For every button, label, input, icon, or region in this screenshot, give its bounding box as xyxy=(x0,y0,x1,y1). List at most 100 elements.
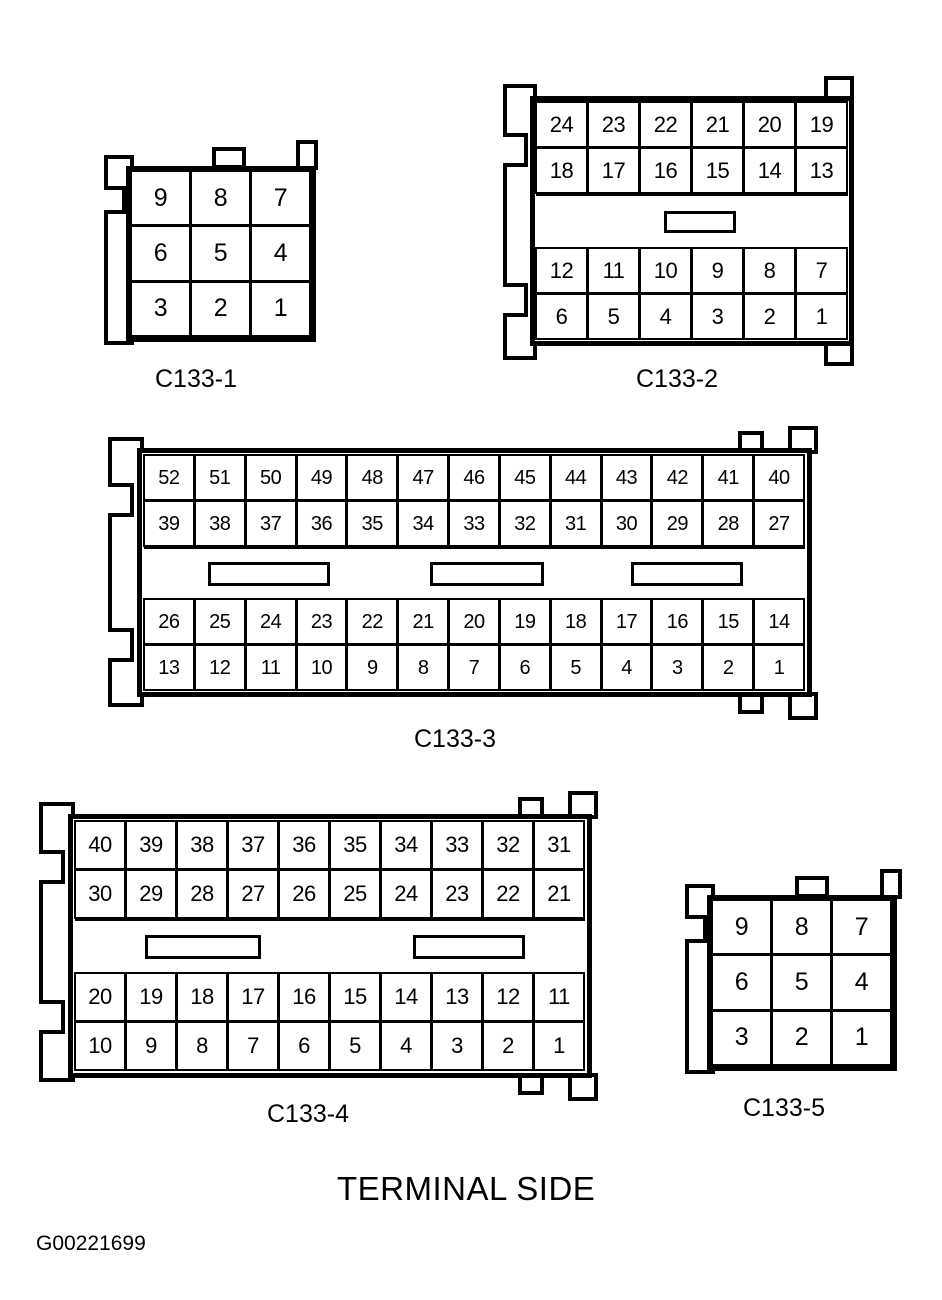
pin-cell: 42 xyxy=(651,454,704,501)
pin-cell: 18 xyxy=(535,147,588,194)
pin-cell: 5 xyxy=(771,954,832,1011)
pin-cell: 22 xyxy=(482,869,534,919)
pin-row: 26 25 24 23 22 21 20 19 18 17 16 15 14 xyxy=(143,598,805,645)
pin-cell: 3 xyxy=(691,293,744,340)
pin-cell: 19 xyxy=(795,101,848,148)
pin-cell: 17 xyxy=(227,972,279,1022)
pin-row: 30 29 28 27 26 25 24 23 22 21 xyxy=(74,869,585,919)
latch-slot xyxy=(208,562,330,586)
connector-label-c133-1: C133-1 xyxy=(155,365,237,393)
pin-cell: 45 xyxy=(498,454,551,501)
pin-row: 18 17 16 15 14 13 xyxy=(535,147,848,194)
pin-row: 40 39 38 37 36 35 34 33 32 31 xyxy=(74,820,585,870)
connector-label-c133-4: C133-4 xyxy=(267,1100,349,1128)
pin-cell: 47 xyxy=(397,454,450,501)
pin-cell: 27 xyxy=(753,500,805,547)
pin-grid: 9 8 7 6 5 4 3 2 1 xyxy=(130,170,311,337)
pin-cell: 14 xyxy=(753,598,805,645)
pin-cell: 16 xyxy=(651,598,704,645)
pin-row: 24 23 22 21 20 19 xyxy=(535,101,848,148)
pin-cell: 26 xyxy=(278,869,330,919)
pin-cell: 50 xyxy=(244,454,297,501)
pin-row: 3 2 1 xyxy=(130,280,311,337)
pin-cell: 8 xyxy=(176,1021,228,1071)
pin-cell: 15 xyxy=(702,598,755,645)
pin-cell: 35 xyxy=(346,500,399,547)
pin-cell: 10 xyxy=(295,644,348,691)
pin-cell: 21 xyxy=(397,598,450,645)
pin-row: 52 51 50 49 48 47 46 45 44 43 42 41 40 xyxy=(143,454,805,501)
pin-cell: 22 xyxy=(346,598,399,645)
pin-row: 3 2 1 xyxy=(711,1009,892,1066)
pin-cell: 1 xyxy=(753,644,805,691)
pin-cell: 2 xyxy=(482,1021,534,1071)
connector-label-c133-3: C133-3 xyxy=(414,725,496,753)
pin-cell: 38 xyxy=(193,500,246,547)
pin-cell: 10 xyxy=(74,1021,126,1071)
pin-cell: 20 xyxy=(74,972,126,1022)
pin-cell: 2 xyxy=(190,280,251,337)
pin-cell: 11 xyxy=(533,972,585,1022)
pin-row: 20 19 18 17 16 15 14 13 12 11 xyxy=(74,972,585,1022)
pin-cell: 35 xyxy=(329,820,381,870)
pin-cell: 6 xyxy=(711,954,772,1011)
pin-cell: 3 xyxy=(130,280,191,337)
pin-cell: 12 xyxy=(535,247,588,294)
pin-cell: 39 xyxy=(125,820,177,870)
latch-band xyxy=(144,547,805,601)
pin-cell: 5 xyxy=(549,644,602,691)
pin-row: 6 5 4 xyxy=(130,225,311,282)
pin-cell: 5 xyxy=(329,1021,381,1071)
pin-cell: 13 xyxy=(431,972,483,1022)
pin-cell: 23 xyxy=(431,869,483,919)
pin-cell: 6 xyxy=(278,1021,330,1071)
pin-cell: 28 xyxy=(702,500,755,547)
pin-cell: 12 xyxy=(482,972,534,1022)
pin-cell: 33 xyxy=(448,500,500,547)
latch-slot xyxy=(664,211,736,233)
pin-cell: 6 xyxy=(130,225,191,282)
pin-cell: 23 xyxy=(587,101,640,148)
pin-row: 6 5 4 xyxy=(711,954,892,1011)
pin-grid-upper: 24 23 22 21 20 19 18 17 16 15 14 13 xyxy=(535,101,848,194)
rail-notch xyxy=(108,483,134,517)
pin-cell: 3 xyxy=(711,1009,772,1066)
pin-cell: 7 xyxy=(448,644,500,691)
pin-cell: 26 xyxy=(143,598,195,645)
pin-cell: 24 xyxy=(244,598,297,645)
pin-cell: 17 xyxy=(600,598,653,645)
pin-cell: 11 xyxy=(587,247,640,294)
pin-cell: 52 xyxy=(143,454,195,501)
pin-cell: 29 xyxy=(125,869,177,919)
pin-cell: 36 xyxy=(278,820,330,870)
pin-cell: 8 xyxy=(190,170,251,227)
pin-cell: 15 xyxy=(691,147,744,194)
pin-cell: 28 xyxy=(176,869,228,919)
pin-cell: 19 xyxy=(125,972,177,1022)
latch-slot xyxy=(413,935,525,959)
pin-cell: 34 xyxy=(397,500,450,547)
rail-notch xyxy=(39,850,65,884)
pin-cell: 40 xyxy=(753,454,805,501)
pin-cell: 5 xyxy=(190,225,251,282)
pin-cell: 9 xyxy=(130,170,191,227)
pin-grid-lower: 26 25 24 23 22 21 20 19 18 17 16 15 14 1… xyxy=(143,598,805,691)
pin-cell: 4 xyxy=(250,225,311,282)
pin-row: 12 11 10 9 8 7 xyxy=(535,247,848,294)
pin-cell: 37 xyxy=(244,500,297,547)
pin-cell: 44 xyxy=(549,454,602,501)
pin-cell: 25 xyxy=(193,598,246,645)
pin-cell: 36 xyxy=(295,500,348,547)
pin-cell: 21 xyxy=(691,101,744,148)
pin-cell: 2 xyxy=(771,1009,832,1066)
pin-cell: 20 xyxy=(743,101,796,148)
pin-cell: 4 xyxy=(600,644,653,691)
pin-cell: 21 xyxy=(533,869,585,919)
pin-cell: 31 xyxy=(533,820,585,870)
pin-cell: 22 xyxy=(639,101,692,148)
pin-cell: 4 xyxy=(831,954,892,1011)
rail-notch xyxy=(503,283,528,317)
pin-cell: 16 xyxy=(639,147,692,194)
pin-cell: 4 xyxy=(639,293,692,340)
